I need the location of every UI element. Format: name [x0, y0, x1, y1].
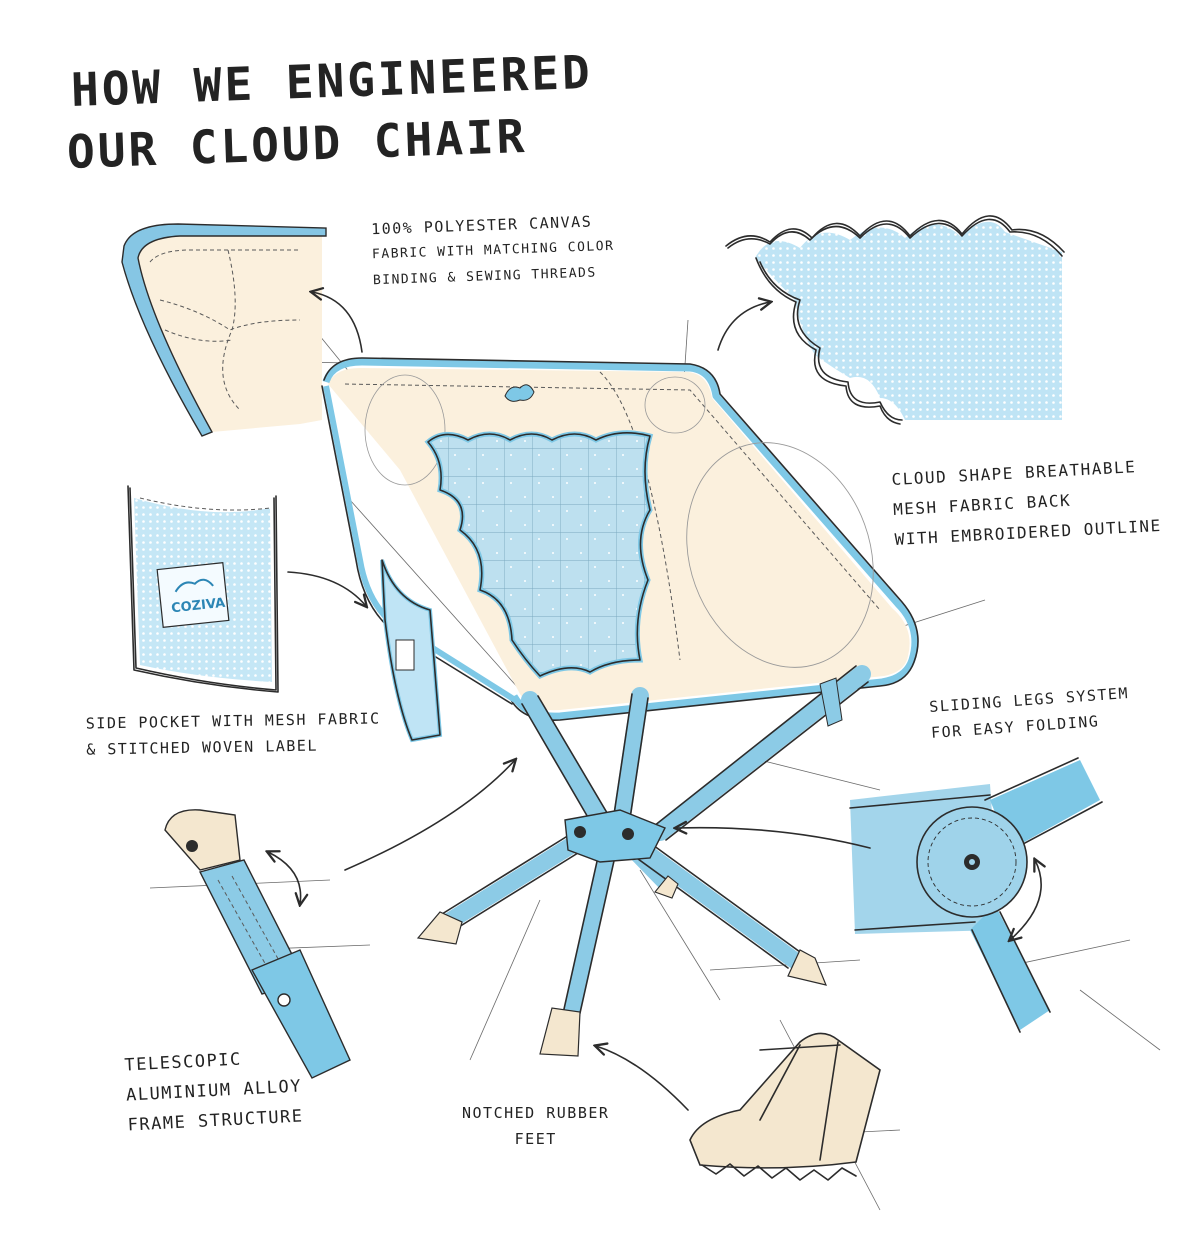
callout-canvas: 100% POLYESTER CANVAS FABRIC WITH MATCHI…: [370, 212, 615, 289]
rivet-icon: [622, 828, 634, 840]
canvas-corner-detail: [121, 223, 327, 437]
coziva-label-text: COZIVA: [171, 596, 226, 617]
curved-arrow-icon: [596, 1046, 689, 1111]
side-pocket-detail: COZIVA: [127, 485, 279, 693]
sliding-joint-detail: [849, 757, 1103, 1033]
telescopic-tube-detail: [164, 809, 351, 1079]
rivet-icon: [277, 993, 291, 1007]
cloud-mesh-detail: [725, 215, 1065, 425]
hub-joint: [564, 809, 666, 863]
callout-telescopic: TELESCOPIC ALUMINIUM ALLOY FRAME STRUCTU…: [124, 1049, 305, 1136]
chair-seat: [321, 357, 919, 743]
rivet-icon: [186, 840, 198, 852]
cloud-logo-icon: [174, 578, 214, 593]
cloud-logo-icon: [504, 384, 535, 402]
rubber-foot-detail: [689, 1032, 881, 1181]
curved-arrow-icon: [312, 292, 363, 353]
curved-arrow-icon: [344, 760, 515, 871]
callout-feet: NOTCHED RUBBER FEET: [462, 1104, 610, 1148]
callout-side-pocket: SIDE POCKET WITH MESH FABRIC & STITCHED …: [85, 709, 381, 759]
curved-arrow-icon: [676, 828, 871, 849]
callout-arrows: [287, 292, 871, 1111]
rivet-icon: [574, 826, 586, 838]
curved-arrow-icon: [287, 571, 366, 606]
chair-legs: [416, 665, 871, 1057]
callout-cloud-mesh: CLOUD SHAPE BREATHABLE MESH FABRIC BACK …: [891, 457, 1163, 549]
curved-arrow-icon: [717, 302, 770, 351]
